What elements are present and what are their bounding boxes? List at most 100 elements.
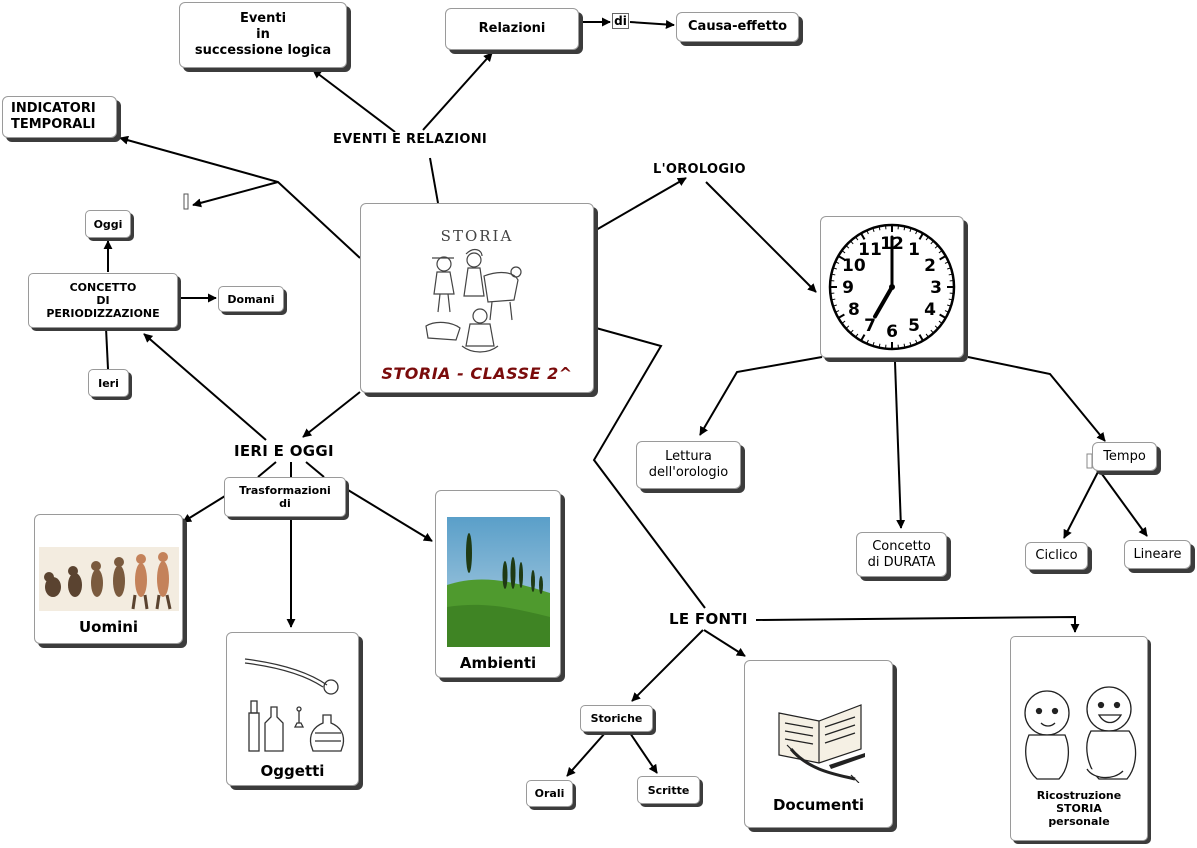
clock-tick <box>850 329 854 333</box>
node-oggi[interactable]: Oggi <box>85 210 131 238</box>
clock-tick <box>944 261 948 264</box>
clock-tick <box>925 237 929 241</box>
clock-tick <box>842 320 846 324</box>
node-documenti[interactable]: Documenti <box>744 660 893 828</box>
clock-tick <box>832 298 836 301</box>
node-trasformazioni[interactable]: Trasformazioni di <box>224 477 346 517</box>
node-uomini[interactable]: Uomini <box>34 514 183 644</box>
clock-tick <box>948 273 952 276</box>
clock-tick <box>832 273 836 276</box>
book-scroll-illustration <box>777 704 865 783</box>
node-line: TEMPORALI <box>11 117 96 132</box>
node-line: PERIODIZZAZIONE <box>46 307 160 320</box>
clock-tick <box>866 339 869 343</box>
edge-clock-lettura <box>699 356 823 436</box>
clock-tick <box>925 333 929 337</box>
edge-period-ieri <box>105 327 109 370</box>
clock-tick <box>833 304 837 307</box>
node-label: Ieri <box>98 376 119 390</box>
ricostruzione-caption: Ricostruzione STORIA personale <box>1037 789 1121 828</box>
edge-ierioggi-trasf-r <box>305 461 325 478</box>
clock-number: 10 <box>842 256 866 276</box>
node-eventi-successione[interactable]: Eventi in successione logica <box>179 2 347 68</box>
clock-tick <box>944 310 948 313</box>
clock-tick <box>838 255 845 261</box>
node-line: Concetto <box>872 538 931 554</box>
label-le-fonti: LE FONTI <box>667 610 750 628</box>
storia-figures-illustration <box>425 248 522 353</box>
edge-eventirel-eventi <box>312 69 396 133</box>
clock-tick <box>938 320 942 324</box>
node-scritte[interactable]: Scritte <box>637 776 700 804</box>
node-label: Tempo <box>1103 448 1146 464</box>
clock-tick <box>930 241 934 245</box>
node-ciclico[interactable]: Ciclico <box>1025 542 1088 570</box>
node-concetto-durata[interactable]: Concetto di DURATA <box>856 532 947 577</box>
clock-tick <box>846 245 850 249</box>
label-di: di <box>612 13 629 29</box>
clock-tick <box>855 333 859 337</box>
edge-eventirel-relazioni <box>422 52 493 131</box>
node-oggetti[interactable]: Oggetti <box>226 632 359 786</box>
node-line: Eventi <box>239 11 287 26</box>
node-relazioni[interactable]: Relazioni <box>445 8 579 50</box>
clock-tick <box>903 227 906 231</box>
edge-storia-orologio <box>595 177 687 231</box>
node-ieri[interactable]: Ieri <box>88 369 129 397</box>
clock-tick <box>930 329 934 333</box>
node-orologio-clock[interactable]: 121234567891011 <box>820 216 964 358</box>
node-line: INDICATORI <box>11 101 96 116</box>
edge-ierioggi-trasf-l <box>257 461 277 478</box>
node-label: Oggi <box>93 217 123 231</box>
clock-tick <box>838 313 845 319</box>
clock-number: 1 <box>908 240 920 260</box>
clock-tick <box>836 310 840 313</box>
node-label: Lineare <box>1133 546 1182 562</box>
node-storiche[interactable]: Storiche <box>580 705 653 732</box>
node-ricostruzione-storia[interactable]: Ricostruzione STORIA personale <box>1010 636 1148 841</box>
node-storia-classe[interactable]: STORIA STORIA - CLASSE 2^ <box>360 203 594 393</box>
clock-number: 8 <box>848 300 860 320</box>
node-domani[interactable]: Domani <box>218 286 284 312</box>
clock-tick <box>934 245 938 249</box>
node-line: CONCETTO <box>69 281 137 294</box>
node-lettura-orologio[interactable]: Lettura dell'orologio <box>636 441 741 489</box>
node-causa-effetto[interactable]: Causa-effetto <box>676 12 799 42</box>
clock-tick <box>948 298 952 301</box>
node-label: Scritte <box>647 783 690 797</box>
clock-tick <box>846 325 850 329</box>
clock-number: 9 <box>842 278 854 298</box>
clock-tick <box>909 342 912 346</box>
node-concetto-periodizzazione[interactable]: CONCETTO DI PERIODIZZAZIONE <box>28 273 178 328</box>
uomini-caption: Uomini <box>78 618 139 636</box>
node-label: Ciclico <box>1035 548 1078 563</box>
clock-number: 11 <box>858 240 882 260</box>
edge-storiche-scritte <box>629 732 658 774</box>
storia-title: STORIA - CLASSE 2^ <box>381 364 573 383</box>
clock-tick <box>842 250 846 254</box>
node-label: Orali <box>534 787 565 800</box>
node-indicatori-temporali[interactable]: INDICATORI TEMPORALI <box>2 96 117 138</box>
edge-fonti-storiche <box>631 629 704 702</box>
node-orali[interactable]: Orali <box>526 780 573 807</box>
clock-hour-hand <box>873 285 894 319</box>
clock-tick <box>947 304 951 307</box>
node-line: Trasformazioni <box>239 484 331 497</box>
babies-illustration <box>1024 686 1137 780</box>
empty-node-marker <box>183 193 189 210</box>
clock-tick <box>909 228 912 232</box>
ambienti-caption: Ambienti <box>459 654 537 672</box>
edge-storia-eventirel <box>429 157 439 204</box>
clock-tick <box>833 267 837 270</box>
clock-tick <box>872 342 875 346</box>
node-ambienti[interactable]: Ambienti <box>435 490 561 678</box>
node-lineare[interactable]: Lineare <box>1124 540 1191 569</box>
clock-tick <box>878 343 881 347</box>
node-tempo[interactable]: Tempo <box>1092 442 1157 471</box>
label-eventi-relazioni: EVENTI E RELAZIONI <box>331 132 490 147</box>
clock-number: 2 <box>924 256 936 276</box>
clock-tick <box>866 231 869 235</box>
clock-tick <box>878 227 881 231</box>
clock-number: 7 <box>864 316 876 336</box>
